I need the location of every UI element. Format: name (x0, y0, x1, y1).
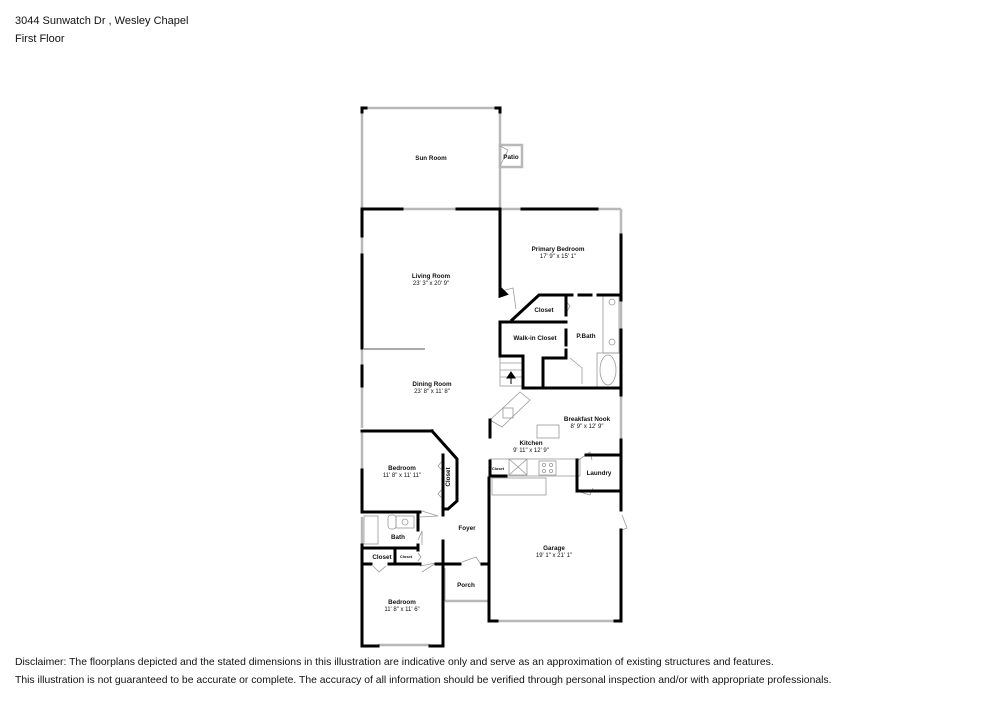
dims-bedroom-1: 11' 8" x 11' 11" (383, 473, 421, 479)
label-patio: Patio (503, 154, 519, 161)
label-linen-closet: Closet (400, 554, 413, 559)
label-sun-room: Sun Room (415, 155, 447, 162)
dims-living-room: 23' 3" x 20' 9" (413, 281, 449, 287)
room-labels: Sun Room Patio Living Room 23' 3" x 20' … (372, 154, 612, 613)
label-laundry: Laundry (587, 470, 612, 477)
label-living-room: Living Room (412, 273, 451, 280)
disclaimer-line-1: Disclaimer: The floorplans depicted and … (15, 657, 774, 668)
label-p-bath: P.Bath (576, 333, 595, 340)
floor-label: First Floor (15, 33, 65, 45)
dims-primary-bedroom: 17' 9" x 15' 1" (540, 254, 576, 260)
label-porch: Porch (457, 582, 475, 589)
label-bedroom-1-closet: Closet (445, 466, 452, 486)
dims-dining-room: 23' 8" x 11' 8" (414, 389, 450, 395)
label-foyer: Foyer (458, 525, 476, 532)
fixtures (363, 145, 628, 601)
label-garage: Garage (543, 545, 565, 552)
label-walk-in-closet: Walk-in Closet (513, 335, 557, 342)
disclaimer-line-2: This illustration is not guaranteed to b… (15, 675, 832, 686)
dims-bedroom-2: 11' 8" x 11' 6" (384, 607, 419, 613)
dims-garage: 19' 1" x 21' 1" (536, 553, 572, 559)
property-address: 3044 Sunwatch Dr , Wesley Chapel (15, 15, 189, 27)
label-kitchen: Kitchen (519, 440, 542, 447)
label-bath: Bath (391, 534, 405, 541)
label-hall-closet: Closet (372, 554, 392, 561)
label-primary-bedroom: Primary Bedroom (532, 246, 585, 253)
walls (360, 106, 623, 648)
label-bedroom-2: Bedroom (388, 599, 416, 606)
stair-up-arrow-icon (506, 371, 516, 384)
label-bedroom-1: Bedroom (388, 465, 416, 472)
dims-breakfast-nook: 8' 9" x 12' 9" (571, 424, 604, 430)
label-closet-primary: Closet (534, 307, 554, 314)
label-kitchen-closet: Closet (492, 466, 505, 471)
windows (360, 106, 623, 647)
label-dining-room: Dining Room (412, 381, 452, 388)
dims-kitchen: 9' 11" x 12' 9" (513, 448, 549, 454)
label-breakfast-nook: Breakfast Nook (564, 416, 611, 423)
